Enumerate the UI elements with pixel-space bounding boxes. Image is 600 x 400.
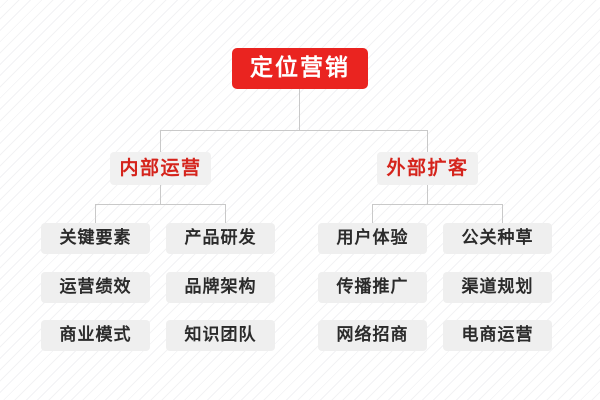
leaf-node[interactable]: 运营绩效 bbox=[41, 272, 150, 303]
connector-right-branch-drop-col1 bbox=[372, 204, 373, 223]
leaf-node[interactable]: 商业模式 bbox=[41, 320, 150, 351]
connector-right-branch-bus bbox=[372, 204, 503, 205]
leaf-node[interactable]: 公关种草 bbox=[443, 223, 552, 254]
connector-left-branch-bus bbox=[95, 204, 226, 205]
connector-root-stem bbox=[299, 89, 300, 131]
leaf-node[interactable]: 知识团队 bbox=[166, 320, 275, 351]
connector-left-branch-drop-col2 bbox=[225, 204, 226, 223]
leaf-node[interactable]: 品牌架构 bbox=[166, 272, 275, 303]
root-node[interactable]: 定位营销 bbox=[232, 48, 368, 89]
branch-node-internal-operations[interactable]: 内部运营 bbox=[110, 152, 211, 185]
connector-right-branch-stem bbox=[427, 185, 428, 205]
connector-right-branch-drop-col2 bbox=[502, 204, 503, 223]
leaf-node[interactable]: 电商运营 bbox=[443, 320, 552, 351]
leaf-node[interactable]: 网络招商 bbox=[318, 320, 427, 351]
branch-node-external-acquisition[interactable]: 外部扩客 bbox=[377, 152, 478, 185]
connector-root-drop-left bbox=[160, 130, 161, 152]
leaf-node[interactable]: 关键要素 bbox=[41, 223, 150, 254]
connector-left-branch-drop-col1 bbox=[95, 204, 96, 223]
leaf-node[interactable]: 渠道规划 bbox=[443, 272, 552, 303]
leaf-node[interactable]: 产品研发 bbox=[166, 223, 275, 254]
leaf-node[interactable]: 用户体验 bbox=[318, 223, 427, 254]
leaf-node[interactable]: 传播推广 bbox=[318, 272, 427, 303]
connector-root-bus bbox=[160, 130, 428, 131]
connector-left-branch-stem bbox=[160, 185, 161, 205]
connector-root-drop-right bbox=[427, 130, 428, 152]
